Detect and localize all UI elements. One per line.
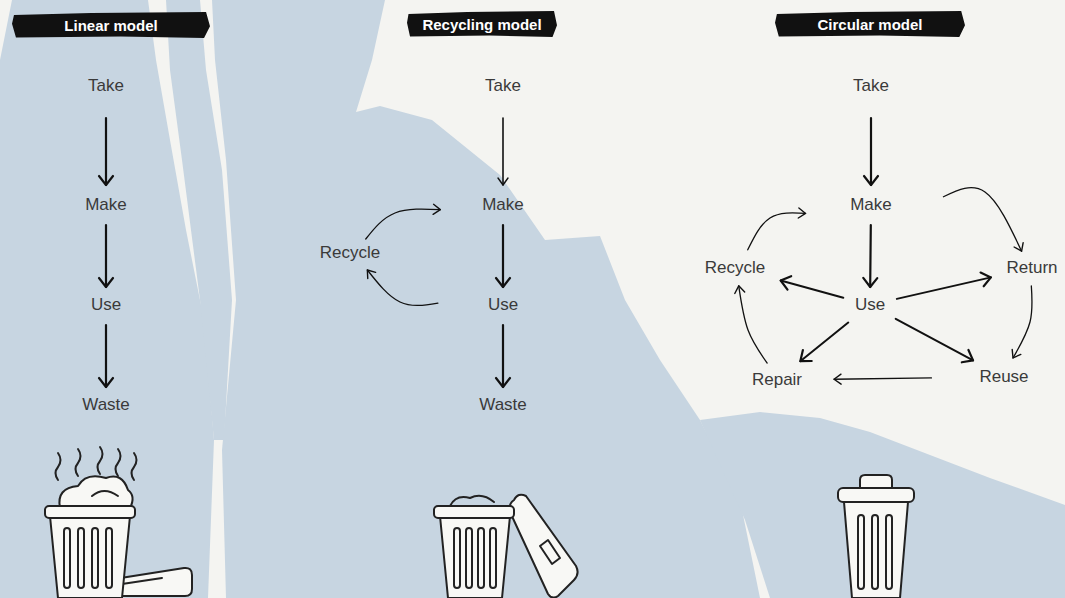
stage-label: Return bbox=[1006, 258, 1057, 278]
bin-lid bbox=[540, 540, 560, 564]
flow-arrow bbox=[105, 225, 107, 287]
bin-rib bbox=[454, 528, 460, 588]
flow-arrow bbox=[502, 325, 504, 387]
bin-rib bbox=[466, 528, 472, 588]
odor-line bbox=[132, 453, 137, 480]
model-banner: Recycling model bbox=[407, 11, 557, 37]
flow-arrow bbox=[897, 277, 991, 298]
rubbish-pile bbox=[59, 476, 132, 508]
flow-arrow bbox=[869, 225, 872, 287]
node-text: Make bbox=[85, 195, 127, 215]
bin-rib bbox=[478, 528, 484, 588]
brush-stroke bbox=[700, 412, 1065, 598]
model-banner: Circular model bbox=[775, 11, 965, 37]
node-text: Recycling model bbox=[422, 16, 541, 33]
node-text: Linear model bbox=[64, 17, 157, 34]
bin-rib bbox=[872, 515, 878, 589]
rubbish-pile bbox=[92, 491, 118, 496]
stage-label: Make bbox=[85, 195, 127, 215]
stage-label: Recycle bbox=[320, 243, 380, 263]
flow-arrow bbox=[870, 118, 872, 185]
bin-body bbox=[50, 516, 130, 598]
flow-arrow bbox=[105, 118, 107, 185]
bin-rib bbox=[64, 528, 70, 588]
stage-label: Take bbox=[853, 76, 889, 96]
flow-arrow bbox=[739, 286, 767, 363]
overflowing-bin bbox=[45, 447, 192, 598]
node-text: Waste bbox=[479, 395, 527, 415]
stage-label: Waste bbox=[82, 395, 130, 415]
bin-rib bbox=[78, 528, 84, 588]
flow-arrow bbox=[502, 225, 504, 287]
stage-label: Repair bbox=[752, 370, 802, 390]
node-text: Circular model bbox=[817, 16, 922, 33]
model-banner: Linear model bbox=[12, 12, 210, 38]
flow-arrow bbox=[1013, 286, 1032, 358]
node-text: Take bbox=[88, 76, 124, 96]
flow-arrow bbox=[105, 325, 107, 387]
closed-bin bbox=[838, 475, 914, 598]
open-bin bbox=[434, 495, 578, 598]
flow-arrow bbox=[943, 188, 1021, 252]
stage-label: Take bbox=[485, 76, 521, 96]
stage-label: Take bbox=[88, 76, 124, 96]
node-text: Repair bbox=[752, 370, 802, 390]
node-text: Recycle bbox=[705, 258, 765, 278]
stage-label: Make bbox=[482, 195, 524, 215]
node-text: Waste bbox=[82, 395, 130, 415]
stage-label: Make bbox=[850, 195, 892, 215]
flow-arrow bbox=[502, 118, 504, 185]
odor-line bbox=[76, 449, 81, 476]
bin-rib bbox=[92, 528, 98, 588]
bin-rib bbox=[490, 528, 496, 588]
odor-line bbox=[98, 447, 103, 474]
odor-line bbox=[116, 449, 121, 476]
bin-rim bbox=[45, 506, 135, 518]
flow-arrow bbox=[834, 378, 931, 379]
bin-rib bbox=[858, 515, 864, 589]
stage-label: Use bbox=[488, 295, 518, 315]
bin-rim bbox=[434, 506, 514, 518]
stage-label: Reuse bbox=[979, 367, 1028, 387]
bin-lid bbox=[510, 495, 578, 598]
flow-arrow bbox=[896, 319, 973, 361]
flow-arrow bbox=[800, 323, 848, 362]
node-text: Take bbox=[853, 76, 889, 96]
node-text: Take bbox=[485, 76, 521, 96]
node-text: Use bbox=[488, 295, 518, 315]
brush-stroke bbox=[212, 0, 760, 598]
stage-label: Waste bbox=[479, 395, 527, 415]
bin-lid bbox=[838, 488, 914, 502]
node-text: Use bbox=[855, 295, 885, 315]
node-text: Make bbox=[482, 195, 524, 215]
bin-handle bbox=[860, 475, 892, 488]
node-text: Use bbox=[91, 295, 121, 315]
bin-body bbox=[440, 516, 510, 598]
stage-label: Recycle bbox=[705, 258, 765, 278]
bin-rib bbox=[886, 515, 892, 589]
flow-arrow bbox=[366, 209, 441, 239]
node-text: Make bbox=[850, 195, 892, 215]
stage-label: Use bbox=[855, 295, 885, 315]
bin-rib bbox=[106, 528, 112, 588]
flow-arrow bbox=[367, 270, 438, 305]
rubbish-pile bbox=[450, 496, 494, 506]
stage-label: Use bbox=[91, 295, 121, 315]
node-text: Recycle bbox=[320, 243, 380, 263]
node-text: Return bbox=[1006, 258, 1057, 278]
odor-line bbox=[56, 453, 61, 480]
node-text: Reuse bbox=[979, 367, 1028, 387]
bin-lid bbox=[122, 578, 162, 584]
flow-arrow bbox=[748, 213, 806, 250]
bin-body bbox=[844, 502, 908, 598]
flow-arrow bbox=[781, 281, 844, 298]
